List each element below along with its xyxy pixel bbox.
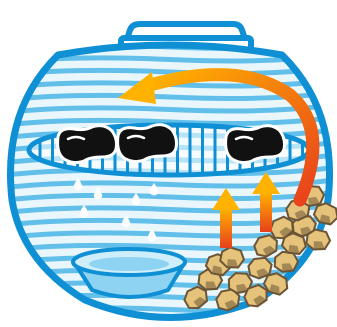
coal-piece bbox=[274, 251, 298, 272]
steak-icon bbox=[58, 126, 117, 163]
drip-pan-icon bbox=[73, 249, 185, 297]
steak-icon bbox=[118, 125, 177, 162]
steak-icon bbox=[226, 126, 285, 163]
